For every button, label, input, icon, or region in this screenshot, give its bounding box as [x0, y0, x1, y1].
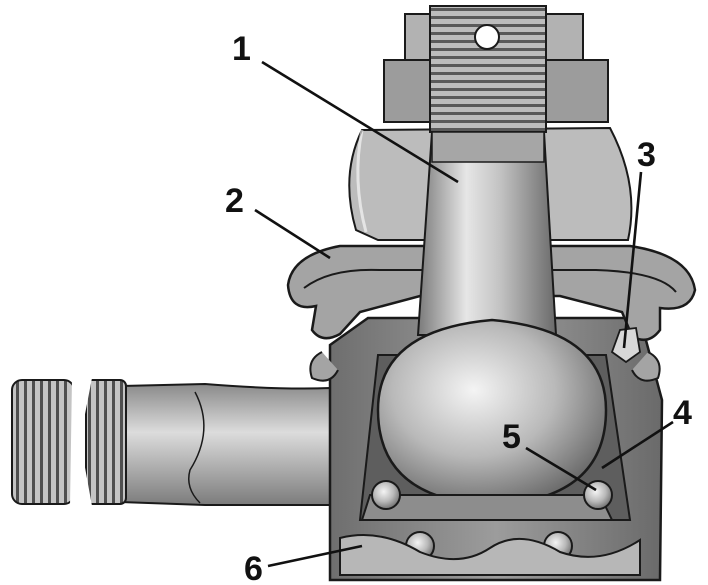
- leader-1: [261, 60, 459, 184]
- leader-4: [601, 420, 674, 470]
- bearing-assembly: [339, 480, 641, 576]
- callout-leaders: [254, 60, 674, 568]
- ball-pin: [416, 5, 558, 336]
- ball-head: [376, 318, 608, 507]
- leader-2: [254, 208, 331, 260]
- leader-5: [525, 446, 597, 492]
- threaded-arm: [11, 378, 361, 506]
- callout-labels: 1 2 3 4 5 6: [225, 30, 692, 585]
- callout-5: 5: [502, 418, 521, 456]
- callout-1: 1: [232, 30, 251, 68]
- callout-3: 3: [637, 136, 656, 174]
- callout-4: 4: [673, 394, 692, 432]
- leader-6: [267, 544, 363, 568]
- callout-2: 2: [225, 182, 244, 220]
- leader-3: [622, 171, 643, 349]
- callout-6: 6: [244, 550, 263, 585]
